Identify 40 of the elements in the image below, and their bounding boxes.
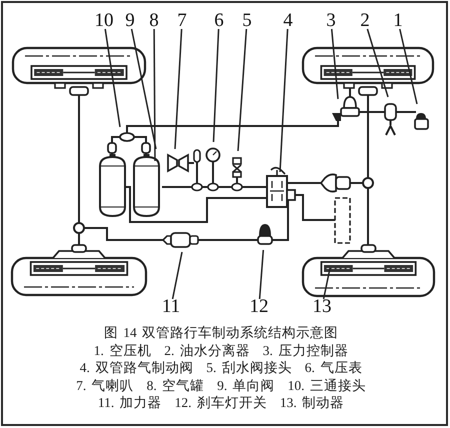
callout-number: 5 (241, 13, 253, 29)
key-entry: 12. 刹车灯开关 (174, 394, 267, 412)
key-entry: 2. 油水分离器 (164, 342, 250, 359)
leader-line (172, 252, 183, 300)
callout-number: 10 (94, 13, 114, 29)
key-entry: 13. 制动器 (280, 394, 344, 412)
leader-line (258, 250, 264, 300)
key-entry: 6. 气压表 (304, 359, 362, 376)
key-entry: 8. 空气罐 (146, 376, 204, 394)
callout-number: 6 (213, 13, 225, 29)
figure-caption: 图 14 双管路行车制动系统结构示意图 (104, 324, 338, 342)
callout-number: 1 (392, 13, 404, 29)
leader-line (279, 28, 288, 172)
leader-line (322, 268, 331, 300)
key-entry: 1. 空压机 (94, 342, 152, 359)
callout-number: 4 (282, 13, 294, 29)
leader-line (104, 28, 121, 128)
leader-line (399, 28, 418, 104)
leader-line (153, 29, 156, 161)
key-entry: 4. 双管路气制动阀 (80, 359, 194, 376)
key-entry: 11. 加力器 (98, 394, 162, 412)
leader-line (237, 28, 248, 152)
leader-line (366, 28, 389, 98)
callout-number: 3 (325, 13, 337, 29)
leader-line (130, 28, 157, 150)
callout-number: 12 (248, 299, 270, 315)
callout-number: 11 (160, 299, 182, 315)
leader-line (212, 28, 220, 142)
callout-number: 8 (148, 13, 160, 29)
leader-line (330, 28, 339, 100)
callout-number: 13 (312, 299, 332, 315)
key-entry: 5. 刮水阀接头 (206, 359, 292, 376)
key-entry: 9. 单向阀 (217, 376, 275, 394)
callout-number: 9 (124, 13, 136, 29)
key-entry: 7. 气喇叭 (76, 376, 134, 394)
key-entry: 3. 压力控制器 (262, 342, 348, 359)
callout-number: 2 (359, 13, 371, 29)
callout-number: 7 (176, 13, 188, 29)
key-entry: 10. 三通接头 (288, 376, 366, 394)
leader-line (174, 28, 182, 150)
